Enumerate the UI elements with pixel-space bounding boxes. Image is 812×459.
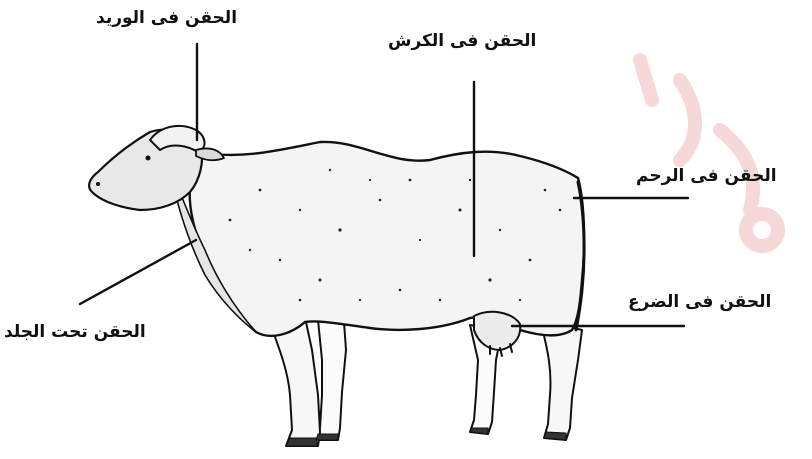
front-leg-back (316, 320, 346, 440)
hind-leg-front (540, 320, 582, 440)
buffalo-figure (89, 126, 584, 446)
body (190, 142, 584, 336)
watermark (640, 60, 778, 246)
eye (146, 156, 151, 161)
label-vein-injection: الحقن فى الوريد (96, 10, 237, 27)
label-uterus-injection: الحقن فى الرحم (636, 168, 777, 185)
leader-subcutaneous (80, 240, 196, 304)
ear (196, 148, 224, 160)
front-leg-front (268, 318, 320, 446)
label-subcutaneous-injection: الحقن تحت الجلد (4, 324, 146, 341)
label-udder-injection: الحقن فى الضرع (628, 294, 771, 311)
label-rumen-injection: الحقن فى الكرش (388, 33, 536, 50)
nostril (96, 182, 100, 186)
